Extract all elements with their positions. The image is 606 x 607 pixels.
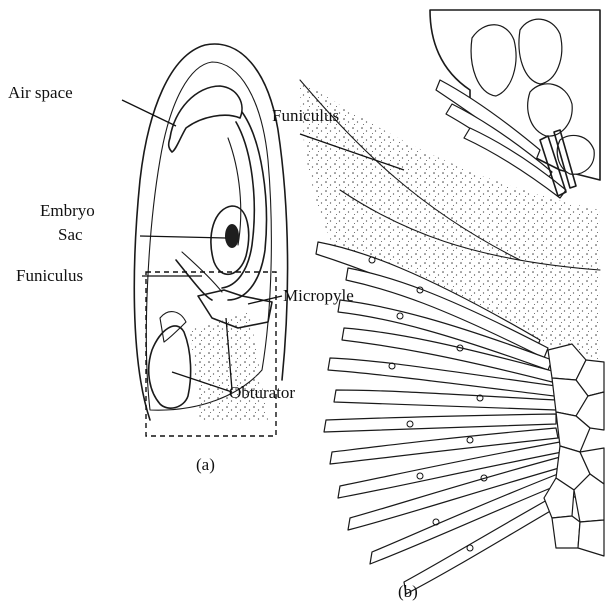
label-embryo-line1: Embryo — [40, 201, 95, 220]
obturator-hatch — [149, 326, 191, 408]
hair-cell — [334, 390, 556, 410]
label-air-space: Air space — [8, 83, 73, 102]
air-space-leader — [122, 100, 176, 126]
label-funiculus-a: Funiculus — [16, 266, 83, 285]
label-obturator: Obturator — [229, 383, 295, 402]
label-funiculus-b: Funiculus — [272, 106, 339, 125]
embryo-sac-nucleus — [225, 224, 239, 248]
top-cell-3 — [528, 84, 572, 136]
base-cell — [552, 516, 580, 548]
embryo-sac-leader — [140, 236, 226, 238]
placenta-stipple — [190, 312, 268, 420]
caption-b: (b) — [398, 582, 418, 601]
panel-a-labels: Air space Embryo Sac Funiculus Micropyle… — [8, 83, 354, 474]
panel-a-ovule — [134, 44, 287, 436]
top-cell-1 — [471, 25, 516, 96]
nucellus-band-inner — [222, 122, 254, 288]
label-embryo-line2: Sac — [58, 225, 83, 244]
base-cell — [578, 520, 604, 556]
hair-cell — [324, 414, 556, 432]
panel-b-tissue — [300, 10, 604, 594]
micropyle-leader — [248, 296, 282, 304]
caption-a: (a) — [196, 455, 215, 474]
top-cell-2 — [519, 19, 562, 84]
air-space-region — [169, 86, 242, 152]
